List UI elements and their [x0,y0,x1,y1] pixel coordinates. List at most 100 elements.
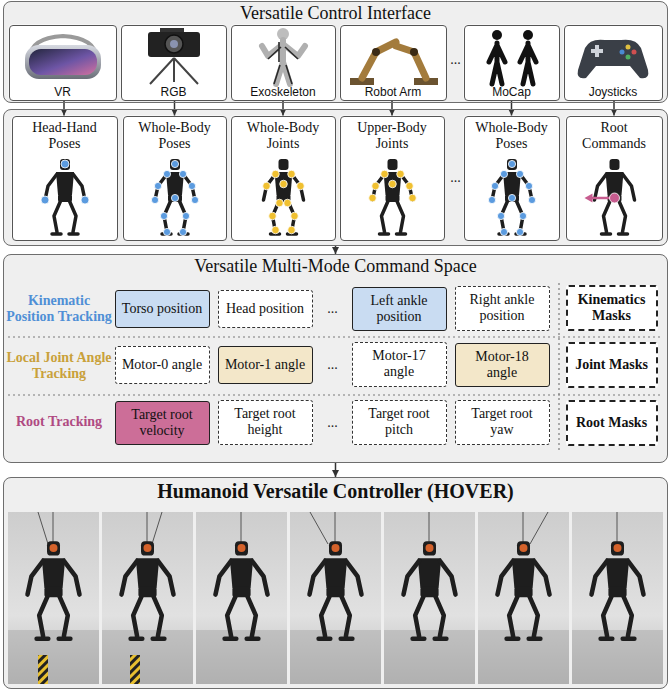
robot-figure-part-part [291,212,299,220]
robot-photo [478,512,569,684]
box-fill [3,477,668,689]
robot-figure-part [264,159,304,234]
box-label: Motor-1 angle [225,357,305,373]
robot-figure-part-part [491,182,498,189]
robot-figure-part-part [519,212,526,219]
robot-photo-part [478,512,569,684]
row-label: Kinematic Position Tracking [5,282,113,336]
robot-figure-part-part [297,182,305,190]
gamepad-icon-part [620,50,625,55]
robot-figure-part-part [369,194,377,202]
robot-photo-part [614,544,622,552]
vr-headset-icon-part [25,45,101,79]
box-label: Target root pitch [357,406,442,438]
mask-box: Root Masks [566,400,658,446]
robot-photo-part [617,512,618,542]
flow-arrow [335,463,337,477]
robot-photo-part [429,512,430,542]
robot-photo-part [384,630,475,684]
robot-photo-part [28,541,80,639]
robot-figure-part [41,160,89,204]
robot-figure-part [45,159,85,234]
ellipsis: ... [313,413,352,433]
box-fill [123,116,227,241]
device-box: MoCap [464,25,560,101]
robot-photo-part [404,541,456,639]
robot-figure-part [595,159,635,234]
gamepad-icon-part [578,40,649,79]
vr-headset-icon-part [29,49,97,75]
robot-figure-part-part [508,194,515,201]
mode-box: Whole-Body Poses [464,116,560,241]
robot-figure-part [369,170,417,202]
rgb-camera-icon-part [165,35,183,53]
device-box: Exoskeleton [231,25,336,101]
box-label: Head-Hand Poses [17,120,113,152]
device-box: VR [9,25,117,101]
robot-arm-icon-part [362,42,426,78]
gamepad-icon-part [632,50,637,55]
robot-figure [41,159,89,234]
interface-panel: Versatile Control InterfaceVRRGBExoskele… [3,1,668,103]
box-label: MoCap [492,85,531,99]
box-label: Root Masks [576,415,647,431]
box-label: Joint Masks [575,357,648,373]
robot-figure-part-part [179,170,186,177]
robot-figure [369,159,417,234]
robot-photo [102,512,193,684]
robot-figure-part-part [525,182,532,189]
robot-figure-part-part [528,196,535,203]
robot-figure-part-part [154,182,161,189]
panel-title: Versatile Control Interface [240,3,431,23]
robot-figure-part-part [381,170,389,178]
box-label: Joysticks [589,85,638,99]
robot-figure-part-part [272,226,280,234]
command-box: Left ankle position [352,287,447,331]
box-label: Left ankle position [357,293,442,325]
box-fill [3,1,668,103]
robot-photo-part [122,541,174,639]
command-box: Motor-1 angle [218,346,313,384]
box-label: Head position [226,301,304,317]
gamepad-icon-part [595,45,599,57]
box-label: Target root yaw [460,406,545,438]
gamepad-icon-part [626,45,631,50]
robot-figure-part [492,159,532,234]
box-label: Right ankle position [460,292,545,324]
mask-box: Joint Masks [566,342,658,388]
command-box: Target root pitch [352,400,447,445]
panel-title: Humanoid Versatile Controller (HOVER) [157,479,513,503]
robot-figure-part-part [182,212,189,219]
robot-photo-part [520,544,528,552]
robot-figure-part-part [61,160,69,168]
box-label: Motor-17 angle [357,348,442,380]
command-box: Motor-17 angle [352,342,447,387]
mocap-suit-icon-part [492,30,502,40]
box-label: Whole-Body Poses [469,120,555,152]
device-box: Joysticks [564,25,663,101]
robot-photo-part [216,541,268,639]
robot-photo [8,512,99,684]
robot-figure-part-part [500,228,507,235]
mode-box: Whole-Body Poses [123,116,227,241]
ellipsis: ... [313,355,352,375]
robot-figure-part-part [372,182,380,190]
box-fill [231,116,336,241]
box-fill [566,116,663,241]
box-fill [121,25,227,101]
row-label: Local Joint Angle Tracking [5,340,113,392]
robot-figure-part-part [500,170,507,177]
command-box: Motor-0 angle [115,346,210,384]
robot-figure-part-part [276,199,284,207]
robot-photo [572,512,663,684]
ellipsis: ... [447,168,464,188]
separator-lines-part [8,336,663,337]
robot-figure-part-part [508,160,515,167]
box-label: Exoskeleton [250,85,315,99]
robot-photo-part [38,655,48,684]
box-fill [9,25,117,101]
box-label: Motor-18 angle [460,349,545,381]
robot-photo [384,512,475,684]
robot-figure-part [263,170,305,234]
robot-figure-part-part [269,212,277,220]
